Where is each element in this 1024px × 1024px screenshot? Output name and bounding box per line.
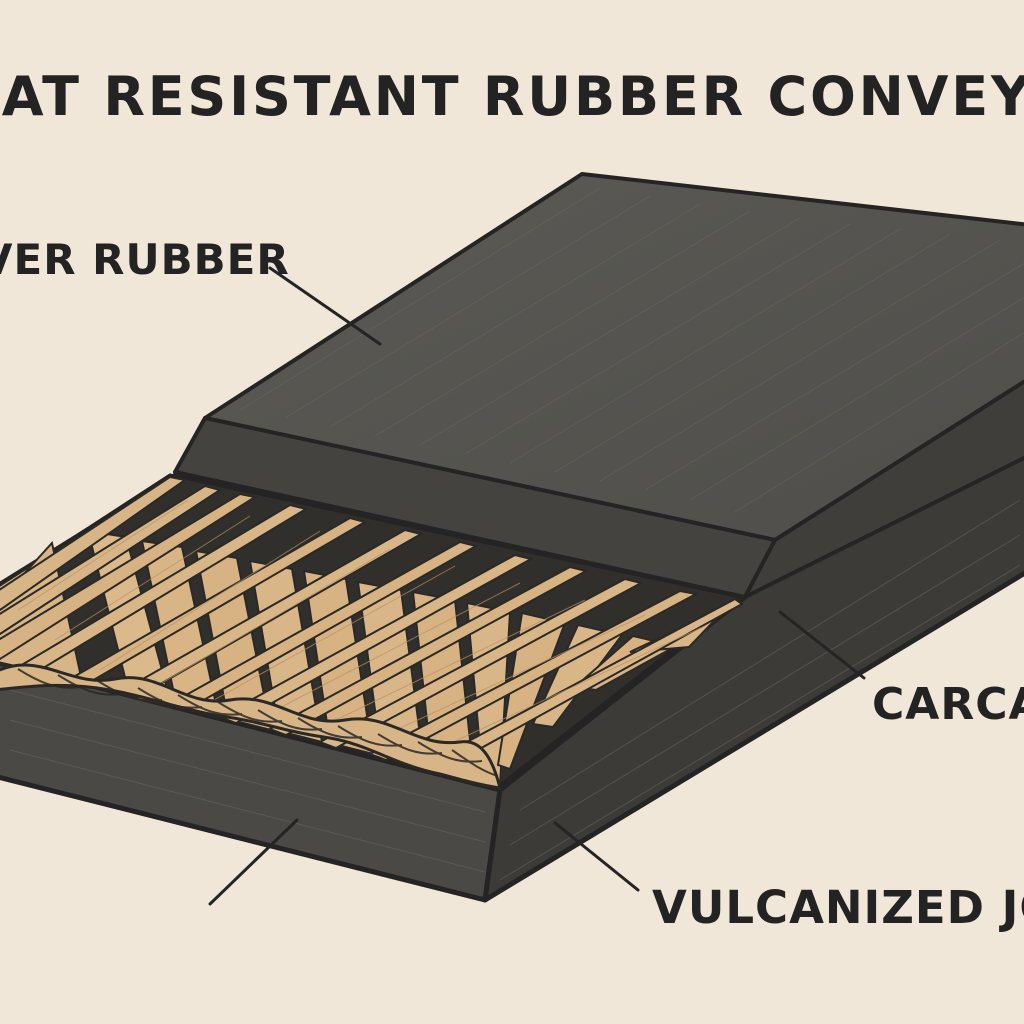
diagonal-cords: [0, 475, 744, 775]
cover-rubber-layer: [173, 172, 1024, 599]
lower-belt-texture: [9, 499, 1021, 881]
carcass-label: CARCAS: [872, 679, 1024, 730]
diagram-title: EAT RESISTANT RUBBER CONVEYOR BEL: [0, 65, 1024, 128]
cover-rubber-leader-line: [268, 266, 382, 346]
cover-rubber-right-face: [743, 379, 1024, 599]
vulcanized-joint-label: VULCANIZED JOIN: [652, 881, 1024, 934]
carcass-leader-line: [778, 610, 866, 680]
cover-rubber-texture: [239, 187, 1024, 513]
leader-lines: [208, 266, 866, 906]
cover-rubber-label: VER RUBBER: [0, 235, 290, 284]
front-twisted-cord: [0, 663, 503, 790]
joint-leader-line: [553, 821, 640, 892]
cord-texture: [17, 499, 706, 756]
front-edge-leader-line: [208, 818, 299, 906]
